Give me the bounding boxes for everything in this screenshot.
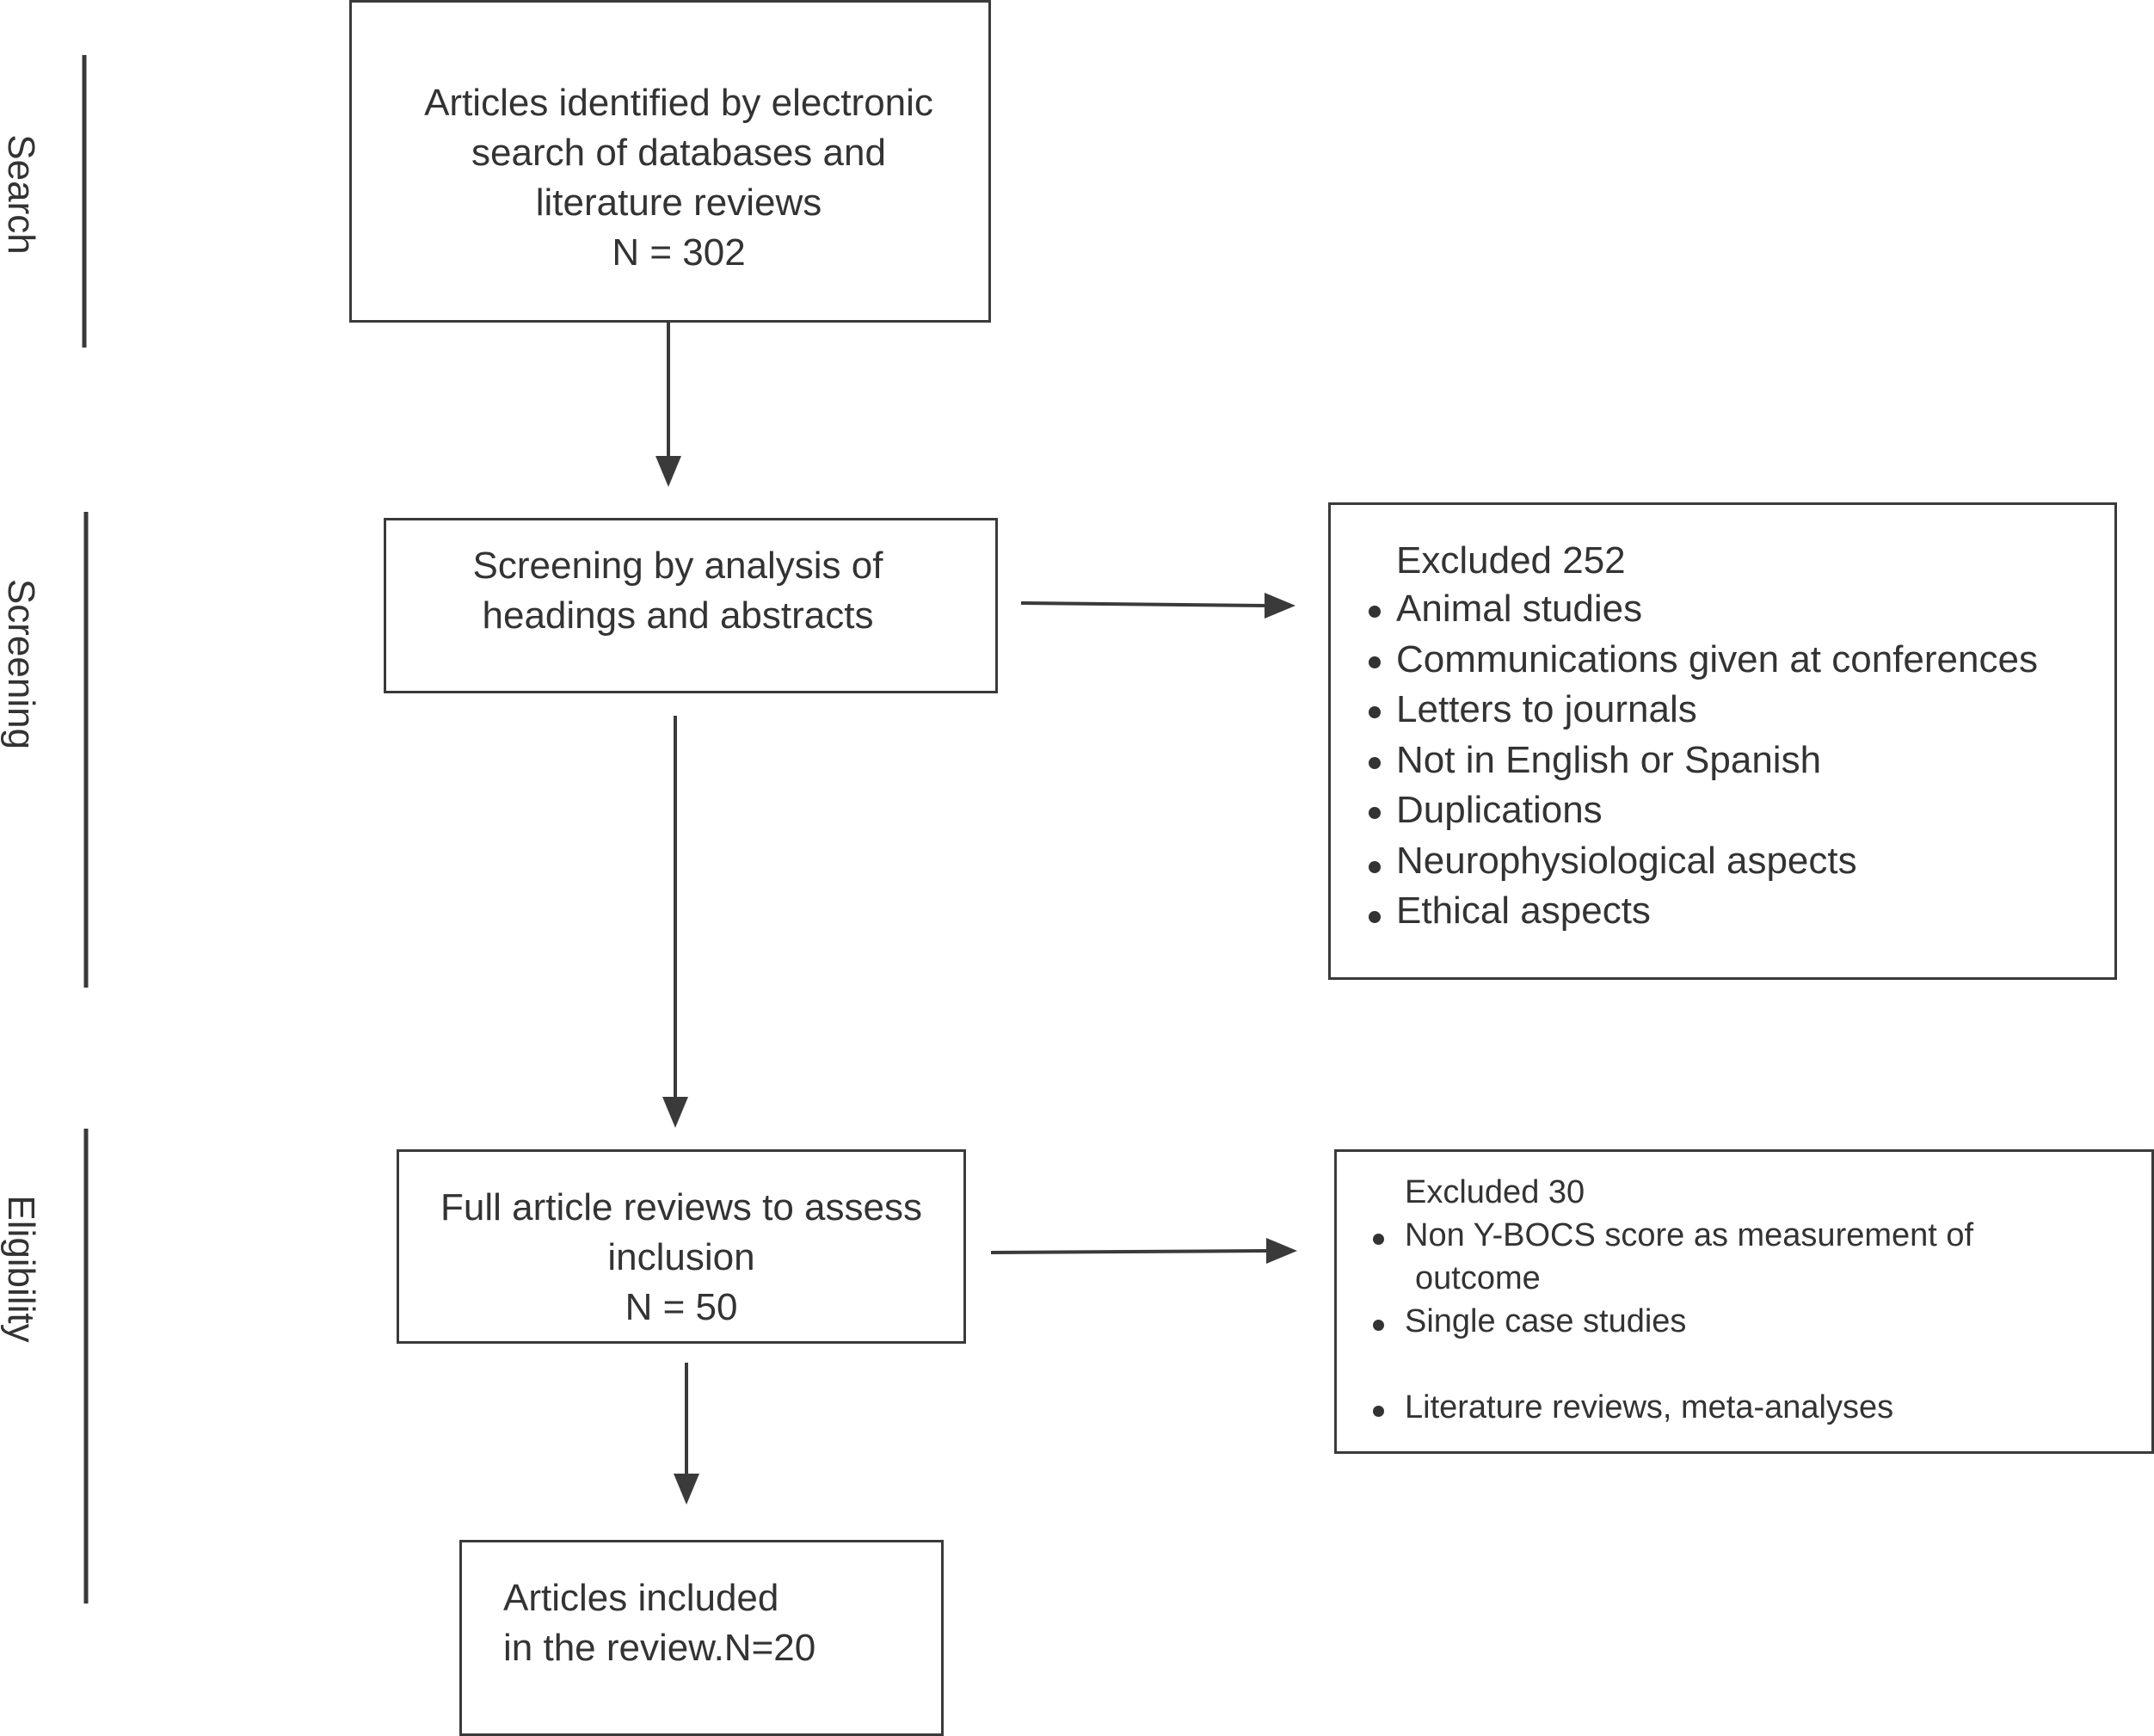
included-line-1: Articles included [503,1577,779,1619]
screening-line-2: headings and abstracts [482,594,874,637]
screening-box: Screening by analysis of headings and ab… [384,518,998,693]
excluded-eligibility-title: Excluded 30 [1405,1174,1585,1210]
full-review-line-2: inclusion [607,1236,755,1278]
identified-box: Articles identified by electronic search… [349,0,991,323]
arrow-full-review-to-included [674,1363,699,1505]
excluded-eligibility-box: Excluded 30 Non Y-BOCS score as measurem… [1334,1149,2154,1454]
excluded-screening-box: Excluded 252 Animal studies Communicatio… [1328,502,2117,980]
arrow-screening-to-excluded [1020,593,1295,619]
excluded-screening-title: Excluded 252 [1396,539,1626,582]
full-review-count: N = 50 [625,1286,738,1328]
identified-line-3: literature reviews [535,182,822,224]
included-line-2: in the review.N=20 [503,1627,816,1669]
arrow-identified-to-screening [655,322,681,487]
phase-label-eligibility: Eligibility [0,1195,42,1343]
identified-count: N = 302 [612,231,746,274]
arrow-screening-to-full-review [662,716,688,1128]
arrow-full-review-to-excluded [990,1238,1297,1264]
identified-line-2: search of databases and [471,132,886,174]
full-review-line-1: Full article reviews to assess [440,1186,922,1228]
phase-label-screening: Screening [0,578,42,750]
identified-line-1: Articles identified by electronic [424,82,933,124]
full-review-box: Full article reviews to assess inclusion… [397,1149,966,1344]
screening-line-1: Screening by analysis of [472,545,883,587]
included-box: Articles included in the review.N=20 [459,1540,944,1736]
phase-label-search: Search [0,134,42,255]
